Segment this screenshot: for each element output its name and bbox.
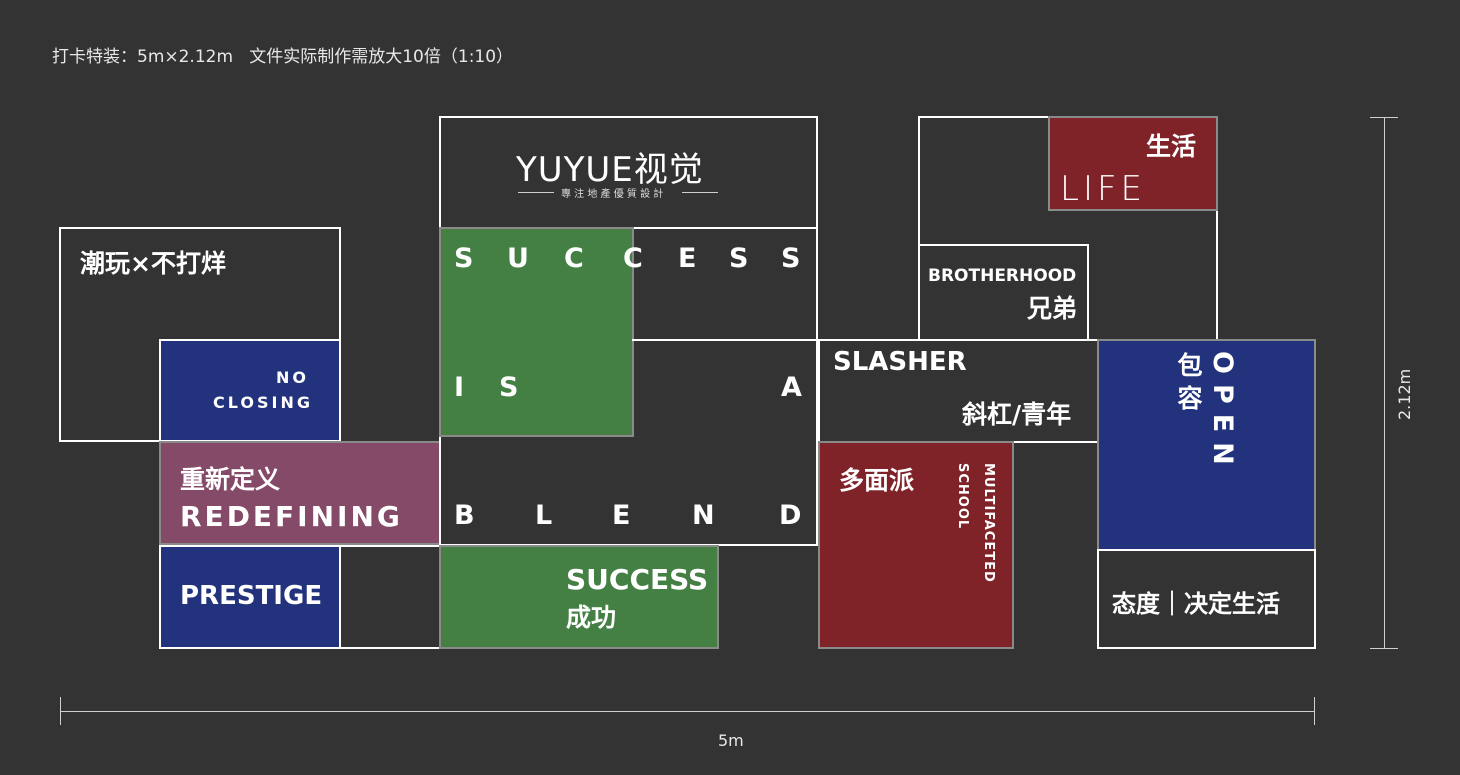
height-dimension-tick-bottom <box>1370 648 1398 649</box>
redefining-cn: 重新定义 <box>180 465 281 494</box>
success-letter: C <box>564 243 584 274</box>
a-letter: A <box>781 372 802 403</box>
multifaceted-en-1: MULTIFACETED <box>981 463 996 583</box>
height-dimension-line <box>1384 117 1385 649</box>
height-dimension-label: 2.12m <box>1395 368 1414 420</box>
logo-rule-left <box>518 192 554 193</box>
prestige-panel <box>159 545 341 649</box>
slasher-en: SLASHER <box>833 347 967 377</box>
success-cn-panel <box>439 545 719 649</box>
width-dimension-line <box>60 711 1315 712</box>
blend-letter: L <box>535 500 553 531</box>
no-closing-label-2: CLOSING <box>213 393 313 412</box>
redefining-panel <box>159 441 441 545</box>
open-en: OPEN <box>1207 351 1238 475</box>
success-letter: S <box>454 243 474 274</box>
logo-tagline: 專 注 地 產 優 質 設 計 <box>561 189 664 200</box>
success-letter: E <box>678 243 697 274</box>
success-green-panel <box>439 227 634 437</box>
width-dimension-tick-right <box>1314 697 1315 725</box>
height-dimension-tick-top <box>1370 117 1398 118</box>
multifaceted-en-2: SCHOOL <box>955 463 970 530</box>
blend-letter: D <box>779 500 802 531</box>
width-dimension-tick-left <box>60 697 61 725</box>
success-letter: U <box>507 243 529 274</box>
multifaceted-cn: 多面派 <box>839 466 915 495</box>
blend-letter: E <box>612 500 631 531</box>
slasher-cn: 斜杠/青年 <box>962 400 1072 429</box>
logo-text: YUYUE视觉 <box>516 150 704 190</box>
brotherhood-cn: 兄弟 <box>1027 294 1078 323</box>
empty-panel-1 <box>339 545 441 649</box>
blend-letter: B <box>454 500 475 531</box>
success-cn: 成功 <box>566 603 617 632</box>
attitude-label: 态度｜决定生活 <box>1112 590 1280 618</box>
success-divider <box>632 339 818 341</box>
trendy-label: 潮玩×不打烊 <box>80 249 226 278</box>
prestige-label: PRESTIGE <box>180 581 323 611</box>
no-closing-label-1: NO <box>276 368 309 387</box>
life-en: LIFE <box>1060 169 1147 209</box>
logo-rule-right <box>682 192 718 193</box>
success-letter: C <box>623 243 643 274</box>
life-panel <box>1048 116 1218 211</box>
multifaceted-panel <box>818 441 1014 649</box>
life-cn: 生活 <box>1146 132 1197 161</box>
no-closing-panel <box>159 339 341 442</box>
attitude-panel <box>1097 549 1316 649</box>
success-letter: S <box>729 243 749 274</box>
is-letter: I <box>454 372 465 403</box>
success-letter: S <box>781 243 801 274</box>
redefining-en: REDEFINING <box>180 500 403 533</box>
spec-text: 打卡特装：5m×2.12m 文件实际制作需放大10倍（1:10） <box>52 47 514 67</box>
open-cn: 包容 <box>1174 352 1203 418</box>
brotherhood-en: BROTHERHOOD <box>928 266 1077 286</box>
is-letter: S <box>499 372 519 403</box>
blend-letter: N <box>692 500 715 531</box>
success-en: SUCCESS <box>566 563 709 596</box>
width-dimension-label: 5m <box>718 731 744 750</box>
